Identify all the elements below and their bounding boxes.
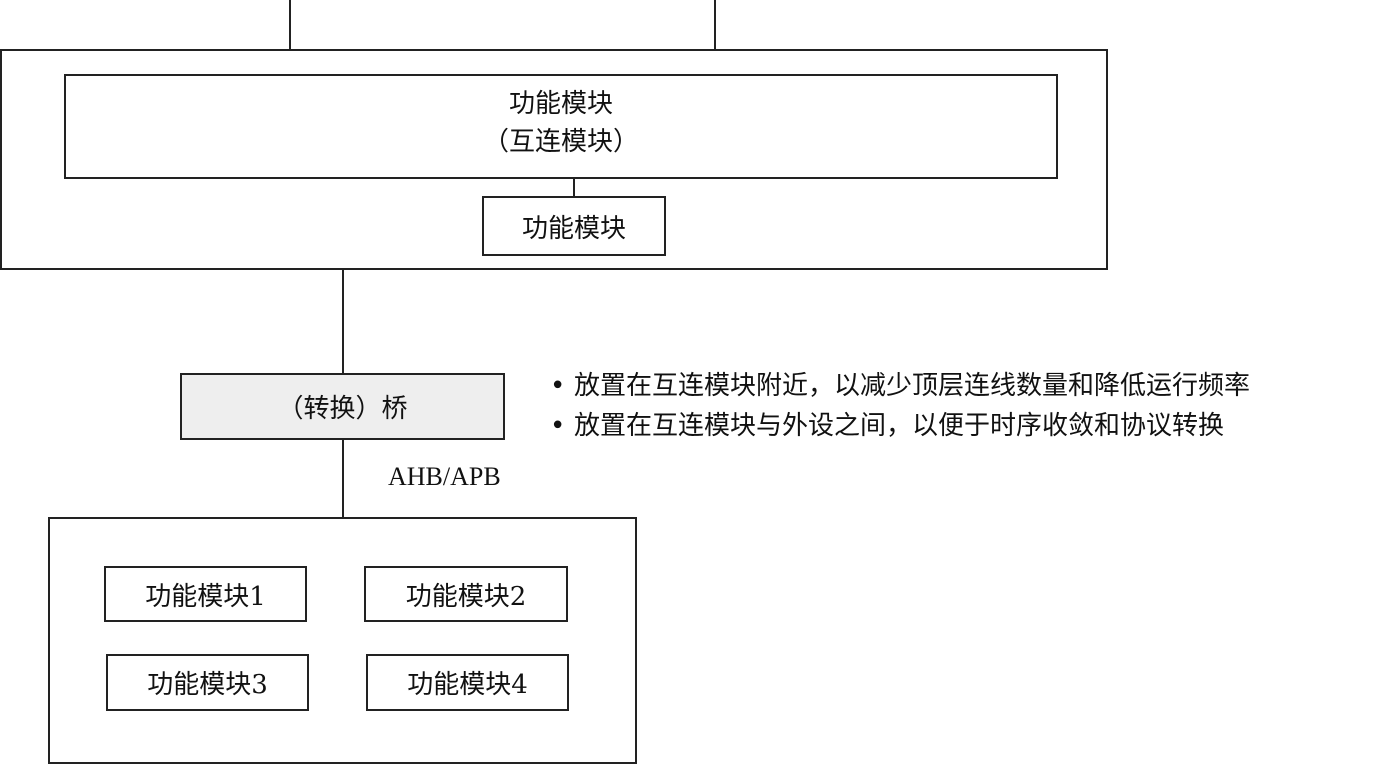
conversion-bridge: （转换）桥 [180, 373, 505, 440]
bus-label: AHB/APB [388, 462, 501, 491]
function-module-1-label: 功能模块1 [145, 581, 266, 612]
note-text: 放置在互连模块与外设之间，以便于时序收敛和协议转换 [574, 411, 1225, 441]
peripheral-block [48, 517, 637, 764]
interconnect-module: 功能模块 （互连模块） [64, 74, 1058, 179]
top-to-bridge-line [342, 269, 344, 374]
interconnect-module-title: 功能模块 [508, 89, 613, 119]
function-module-1: 功能模块1 [104, 566, 307, 622]
bullet-icon: • [550, 371, 566, 401]
conversion-bridge-label: （转换）桥 [277, 394, 408, 424]
interconnect-module-subtitle: （互连模块） [482, 127, 639, 157]
note-item: • 放置在互连模块与外设之间，以便于时序收敛和协议转换 [548, 406, 1250, 446]
function-module-4-label: 功能模块4 [407, 670, 528, 700]
function-module-2-label: 功能模块2 [405, 581, 527, 612]
incoming-line-right [714, 0, 716, 50]
incoming-line-left [289, 0, 291, 50]
note-text: 放置在互连模块附近，以减少顶层连线数量和降低运行频率 [574, 371, 1251, 401]
bridge-notes: • 放置在互连模块附近，以减少顶层连线数量和降低运行频率 • 放置在互连模块与外… [548, 366, 1250, 446]
top-function-module-label: 功能模块 [521, 213, 626, 244]
interconnect-to-module-line [573, 178, 575, 198]
bridge-to-peripheral-line [342, 439, 344, 518]
function-module-4: 功能模块4 [366, 654, 569, 711]
function-module-3: 功能模块3 [106, 654, 309, 711]
note-item: • 放置在互连模块附近，以减少顶层连线数量和降低运行频率 [548, 366, 1250, 406]
top-function-module: 功能模块 [482, 196, 666, 256]
bullet-icon: • [550, 411, 566, 441]
function-module-2: 功能模块2 [364, 566, 568, 622]
function-module-3-label: 功能模块3 [147, 670, 268, 700]
